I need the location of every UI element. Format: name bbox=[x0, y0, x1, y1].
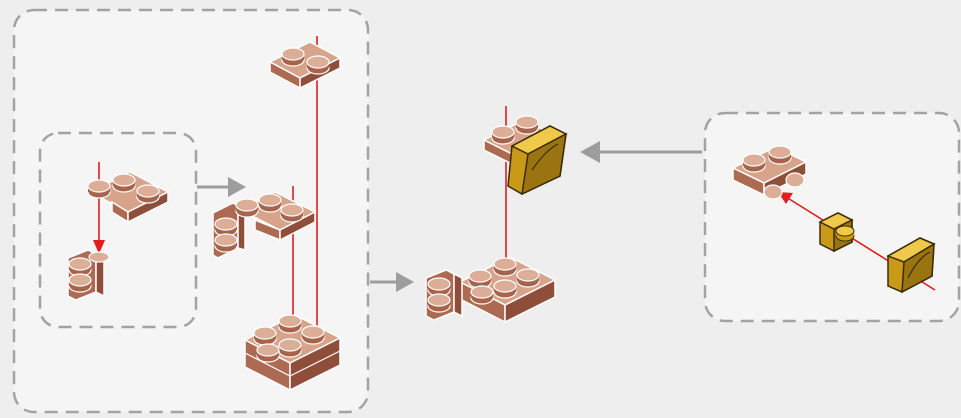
inner-stack-icon bbox=[67, 249, 110, 301]
right-bracket-icon bbox=[731, 145, 808, 200]
inner-plate-icon bbox=[87, 171, 170, 224]
yellow-tile-icon bbox=[818, 212, 855, 253]
yellow-clip-icon bbox=[886, 237, 936, 294]
flow-arrow-right-to-center bbox=[580, 141, 702, 163]
yellow-clip-icon bbox=[507, 125, 568, 196]
flow-arrow-inner-to-step bbox=[197, 177, 246, 197]
flow-arrow-left-to-center bbox=[370, 272, 414, 292]
center-base-icon bbox=[425, 256, 557, 324]
inner-subassembly-panel bbox=[38, 131, 198, 329]
insert-arrow-inner bbox=[93, 162, 105, 254]
brick-stack-icon bbox=[243, 314, 342, 392]
center-top-part-icon bbox=[482, 115, 554, 166]
brick-bracket-icon bbox=[212, 191, 317, 259]
brick-plate-icon bbox=[268, 41, 342, 90]
